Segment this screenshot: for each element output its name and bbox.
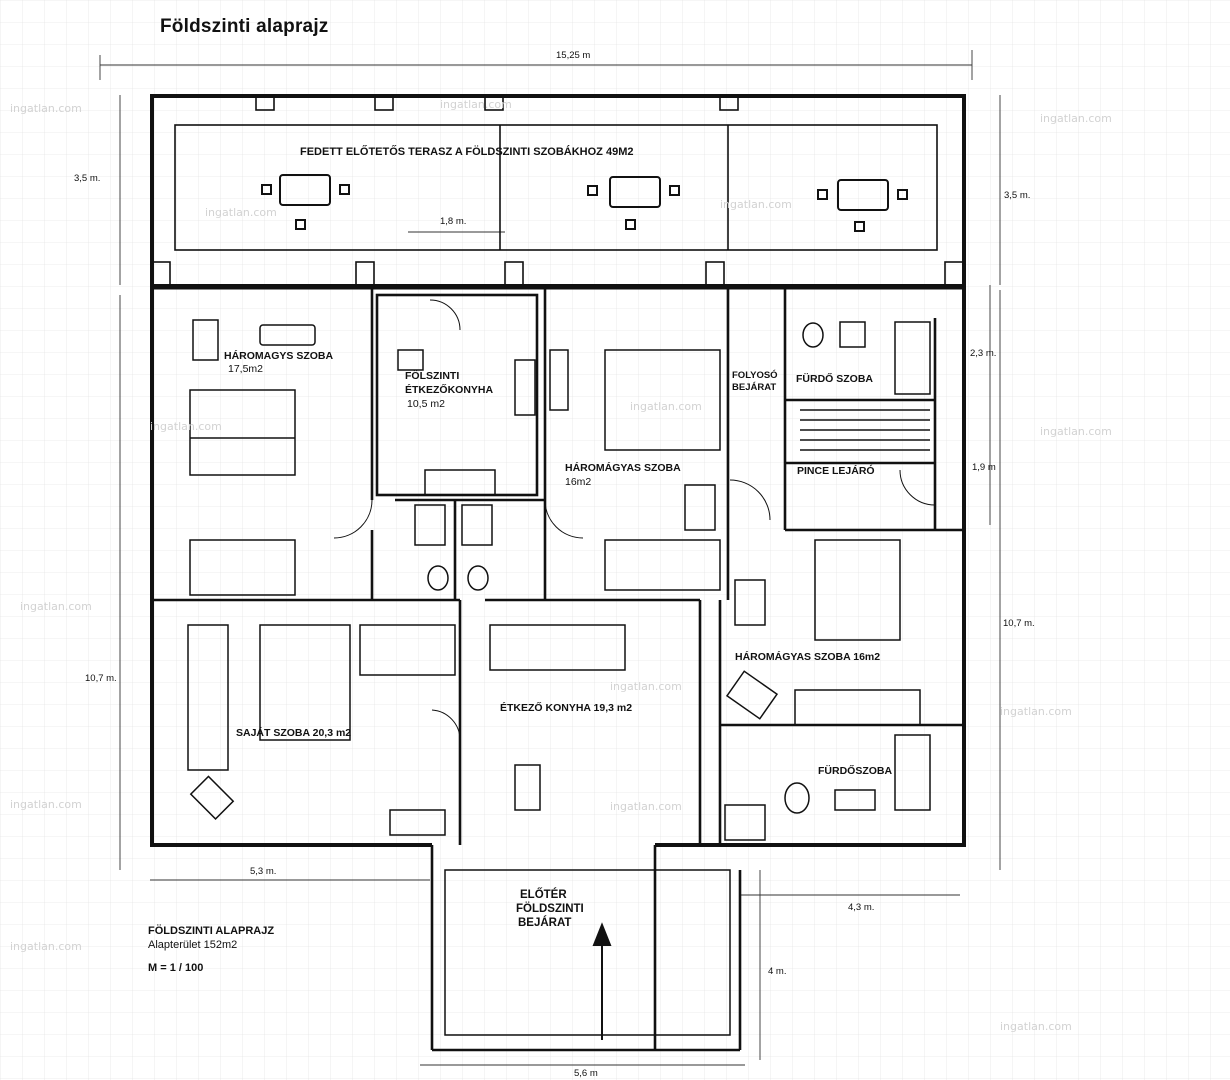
- entrance-label2: FÖLDSZINTI: [516, 903, 584, 915]
- watermark: ingatlan.com: [1000, 705, 1072, 718]
- dim-door-width: 1,8 m.: [440, 216, 467, 227]
- interior-walls: [152, 288, 964, 1052]
- exterior-walls: [150, 94, 966, 847]
- room-center-area: 16m2: [565, 476, 592, 488]
- dim-left-height: 10,7 m.: [85, 673, 117, 684]
- watermark: ingatlan.com: [150, 420, 222, 433]
- entrance-label3: BEJÁRAT: [518, 917, 572, 929]
- dim-terrace-left: 3,5 m.: [74, 173, 101, 184]
- legend-area: Alapterület 152m2: [148, 939, 238, 951]
- watermark: ingatlan.com: [10, 798, 82, 811]
- dim-porch-width: 5,6 m: [574, 1068, 598, 1079]
- watermark: ingatlan.com: [1040, 425, 1112, 438]
- kitchen-label: ÉTKEZŐ KONYHA 19,3 m2: [500, 702, 633, 714]
- dim-bottom-right: 4,3 m.: [848, 902, 875, 913]
- upper-kitchen-area: 10,5 m2: [407, 398, 445, 410]
- dim-cellar-height: 1,9 m: [972, 462, 996, 473]
- room-left-area: 17,5m2: [228, 363, 264, 375]
- cellar-label: PINCE LEJÁRÓ: [797, 465, 875, 477]
- dim-bath-height: 2,3 m.: [970, 348, 997, 359]
- dimension-lines: [99, 50, 1001, 1066]
- page-title: Földszinti alaprajz: [160, 16, 329, 37]
- dim-porch-height: 4 m.: [768, 966, 787, 977]
- door-swings: [333, 299, 936, 741]
- watermark: ingatlan.com: [610, 680, 682, 693]
- room-furniture: [187, 319, 931, 841]
- watermark: ingatlan.com: [1040, 112, 1112, 125]
- terrace-outline: [151, 95, 964, 287]
- watermark: ingatlan.com: [10, 102, 82, 115]
- watermark: ingatlan.com: [20, 600, 92, 613]
- room-right-label: HÁROMÁGYAS SZOBA 16m2: [735, 651, 881, 663]
- watermark: ingatlan.com: [610, 800, 682, 813]
- own-room-label: SAJÁT SZOBA 20,3 m2: [236, 727, 352, 739]
- watermark: ingatlan.com: [205, 206, 277, 219]
- bath-top-label: FÜRDŐ SZOBA: [796, 373, 873, 385]
- upper-kitchen-name1: FÖLSZINTI: [405, 370, 460, 382]
- dim-bottom-left: 5,3 m.: [250, 866, 277, 877]
- watermark: ingatlan.com: [440, 98, 512, 111]
- room-center-name: HÁROMÁGYAS SZOBA: [565, 462, 681, 474]
- entrance-label1: ELŐTÉR: [520, 889, 567, 901]
- entrance-arrow: [592, 922, 612, 1040]
- bath-bottom-label: FÜRDŐSZOBA: [818, 765, 893, 777]
- dim-top-width: 15,25 m: [556, 50, 591, 61]
- watermark: ingatlan.com: [630, 400, 702, 413]
- upper-kitchen-name2: ÉTKEZŐKONYHA: [405, 384, 494, 396]
- terrace-label: FEDETT ELŐTETŐS TERASZ A FÖLDSZINTI SZOB…: [300, 146, 634, 158]
- dim-terrace-right: 3,5 m.: [1004, 190, 1031, 201]
- watermark: ingatlan.com: [10, 940, 82, 953]
- dim-right-height: 10,7 m.: [1003, 618, 1035, 629]
- legend-title: FÖLDSZINTI ALAPRAJZ: [148, 925, 275, 937]
- terrace-furniture: [261, 174, 908, 232]
- room-left-name: HÁROMAGYS SZOBA: [224, 350, 334, 362]
- corridor-label1: FOLYOSÓ: [732, 370, 778, 381]
- watermark: ingatlan.com: [1000, 1020, 1072, 1033]
- corridor-label2: BEJÁRAT: [732, 382, 777, 393]
- watermark: ingatlan.com: [720, 198, 792, 211]
- legend-scale: M = 1 / 100: [148, 962, 204, 974]
